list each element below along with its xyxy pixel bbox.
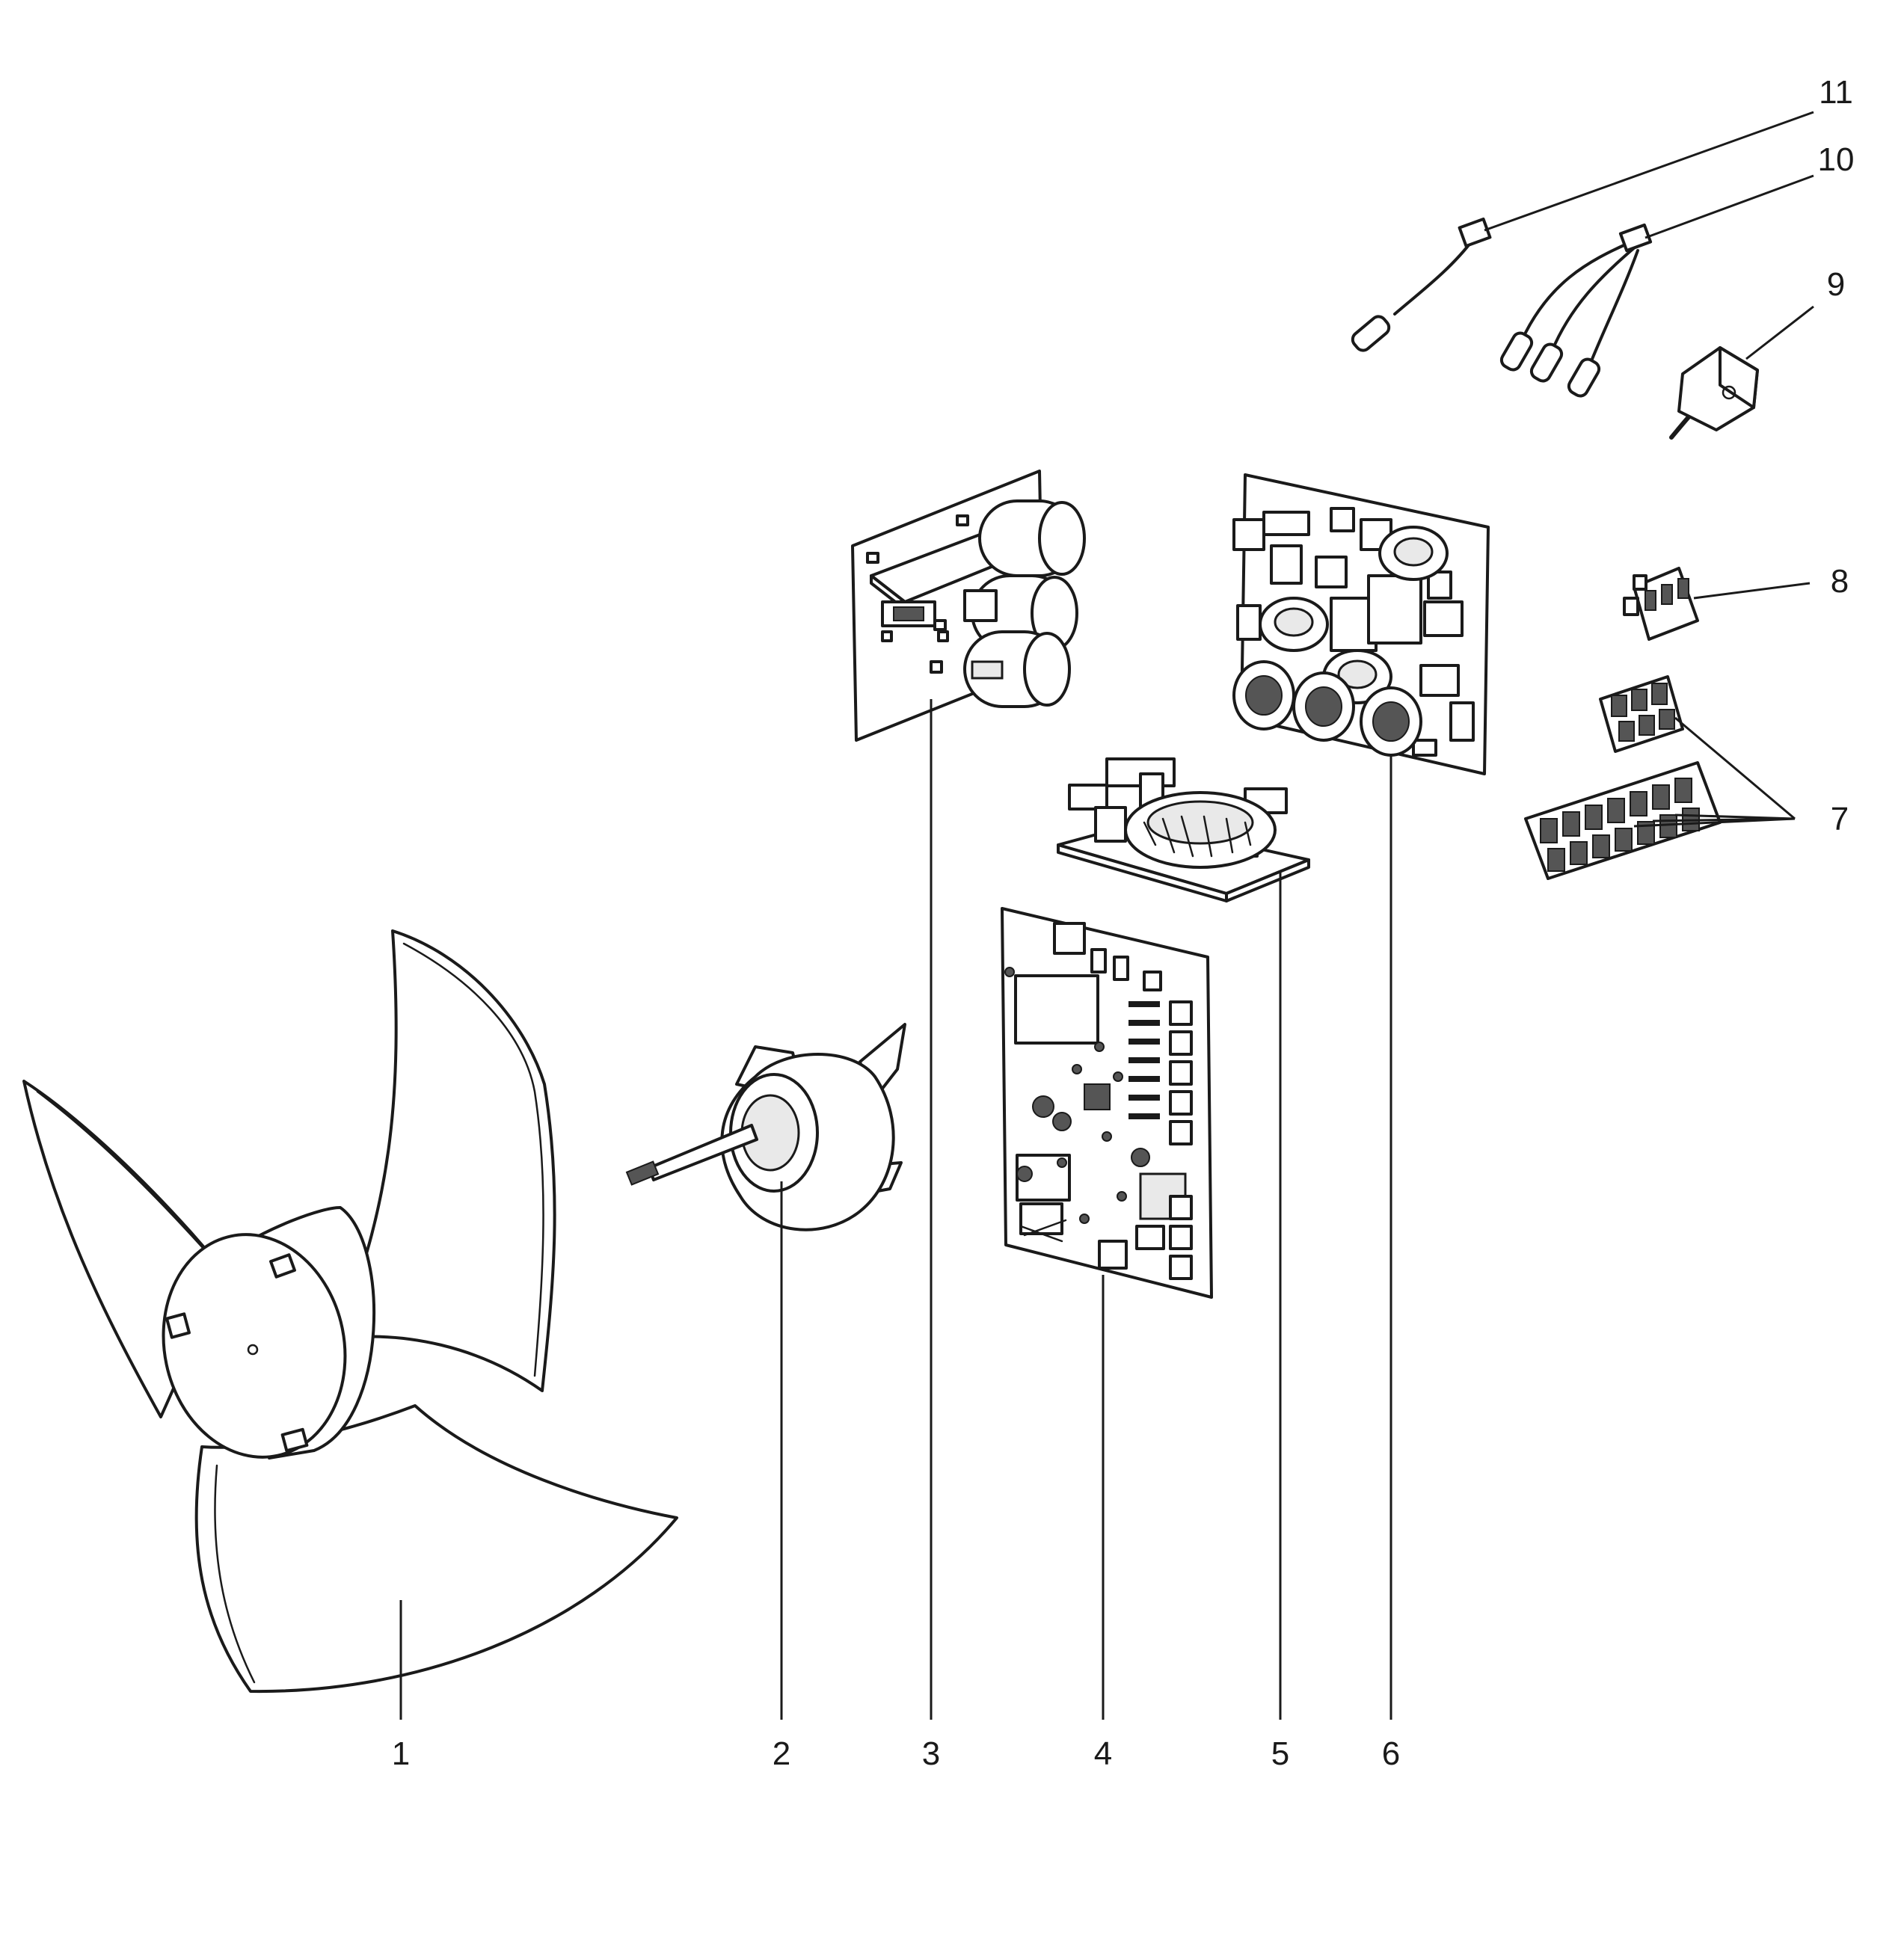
part-fan-motor (625, 1023, 906, 1231)
part-inverter-board (1232, 473, 1490, 775)
part-terminal-blocks (1524, 675, 1722, 880)
part-noise-filter-board (1057, 757, 1310, 902)
callout-8: 8 (1831, 563, 1849, 600)
callout-4: 4 (1094, 1735, 1112, 1772)
callout-3: 3 (922, 1735, 940, 1772)
callout-5: 5 (1271, 1735, 1289, 1772)
part-fan-propeller (22, 929, 678, 1694)
part-ferrite-core (1669, 346, 1759, 440)
callout-1: 1 (392, 1735, 410, 1772)
callout-labels: 1 2 3 4 5 6 7 8 9 10 11 (392, 74, 1855, 1772)
callout-6: 6 (1382, 1735, 1400, 1772)
callout-11: 11 (1819, 74, 1853, 111)
part-sensor-single (1351, 217, 1492, 352)
leader-lines (399, 111, 1814, 1720)
part-capacitor-board (851, 470, 1086, 742)
part-main-control-board (1001, 907, 1213, 1299)
callout-7: 7 (1831, 801, 1849, 837)
callout-2: 2 (773, 1735, 790, 1772)
part-connector (1623, 567, 1699, 641)
callout-10: 10 (1818, 141, 1855, 178)
callout-9: 9 (1827, 266, 1845, 303)
part-sensor-harness-three (1499, 223, 1653, 398)
